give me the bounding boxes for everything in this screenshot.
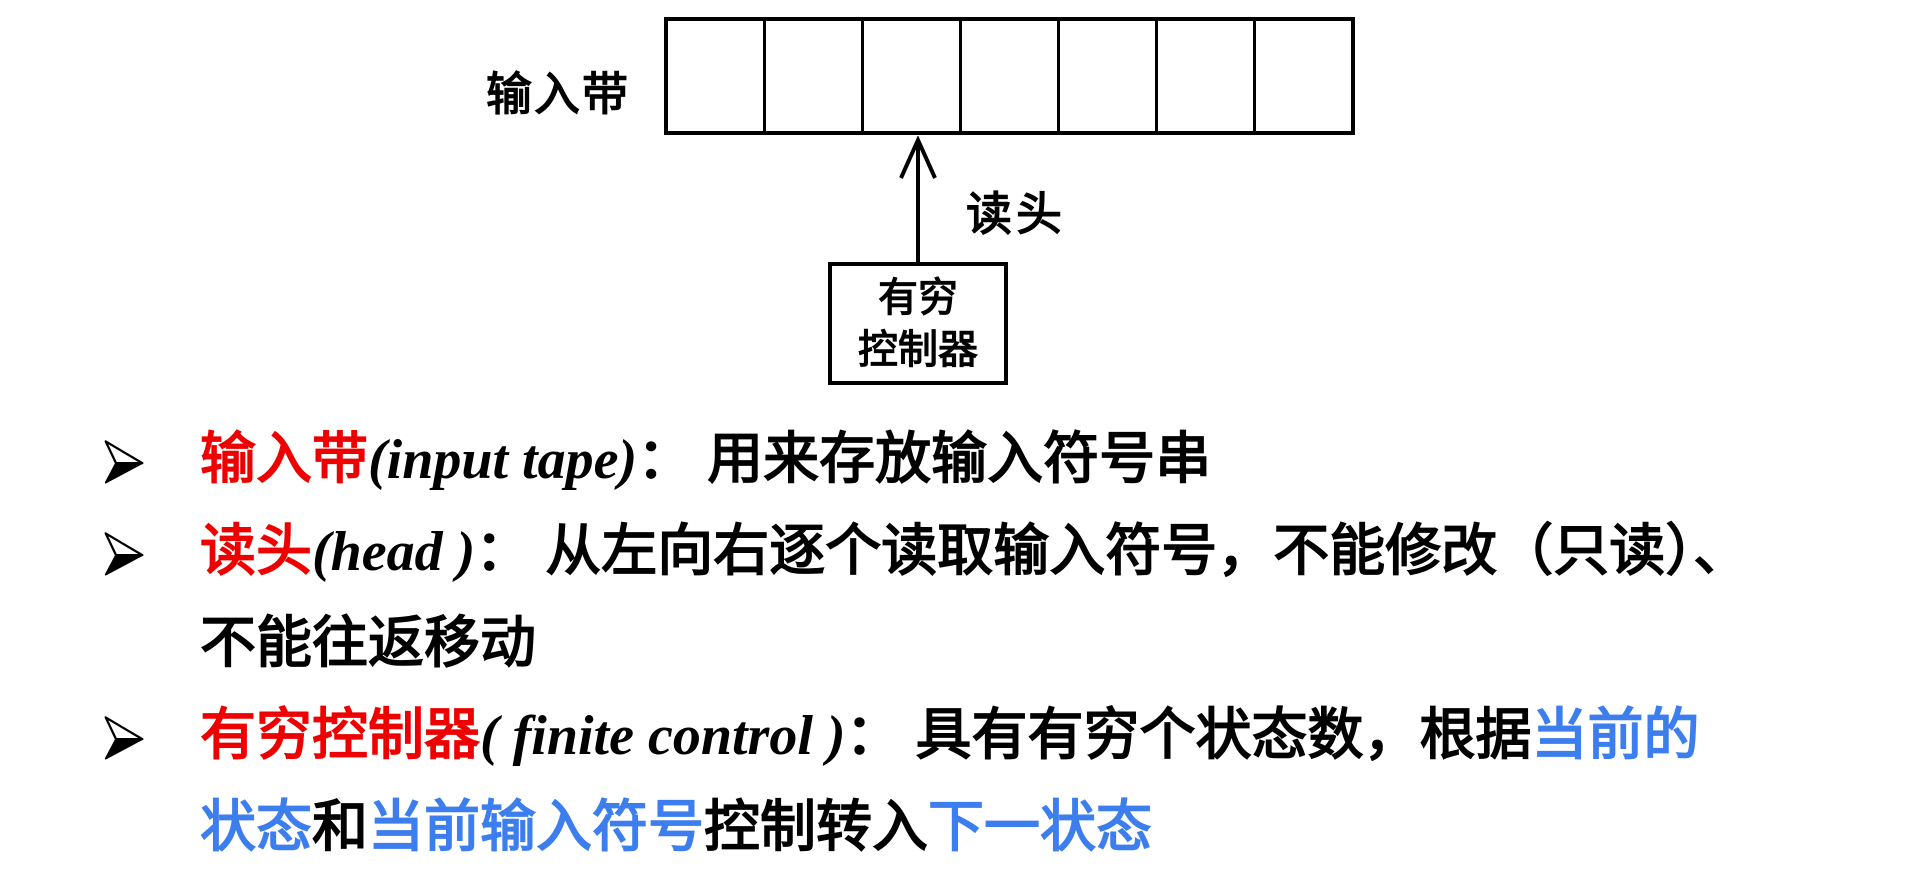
finite-controller-line1: 有穷 bbox=[878, 274, 958, 320]
bullet-list: 输入带(input tape)： 用来存放输入符号串 读头(head )： 从左… bbox=[0, 414, 1920, 874]
tape-cell bbox=[1057, 21, 1155, 131]
highlight-next-state: 下一状态 bbox=[928, 797, 1152, 859]
bullet2-text-line2: 不能往返移动 bbox=[200, 613, 536, 675]
bullet-arrowhead-icon bbox=[104, 716, 144, 760]
bullet-head: 读头(head )： 从左向右逐个读取输入符号，不能修改（只读）、 bbox=[0, 506, 1920, 598]
bullet-finite-control-continuation: 状态和当前输入符号控制转入下一状态 bbox=[0, 782, 1920, 874]
bullet-head-continuation: 不能往返移动 bbox=[0, 598, 1920, 690]
term-head: 读头 bbox=[200, 521, 312, 583]
finite-controller-line2: 控制器 bbox=[858, 326, 978, 372]
term-finite-control-en: ( finite control ) bbox=[480, 705, 846, 767]
colon: ： bbox=[845, 705, 916, 767]
read-head-arrow-icon bbox=[899, 136, 937, 264]
finite-controller-box: 有穷 控制器 bbox=[828, 262, 1008, 385]
input-tape bbox=[664, 17, 1355, 135]
term-finite-control: 有穷控制器 bbox=[200, 705, 480, 767]
bullet-finite-control: 有穷控制器( finite control )： 具有有穷个状态数，根据当前的 bbox=[0, 690, 1920, 782]
tape-cell bbox=[959, 21, 1057, 131]
highlight-current: 当前的 bbox=[1531, 705, 1700, 767]
tape-cell bbox=[1253, 21, 1351, 131]
term-input-tape-en: (input tape) bbox=[368, 429, 638, 491]
bullet2-text-line1: 从左向右逐个读取输入符号，不能修改（只读）、 bbox=[545, 521, 1750, 583]
tape-cell bbox=[1155, 21, 1253, 131]
colon: ： bbox=[475, 521, 546, 583]
tape-cell bbox=[668, 21, 763, 131]
bullet-input-tape: 输入带(input tape)： 用来存放输入符号串 bbox=[0, 414, 1920, 506]
bullet1-text: 用来存放输入符号串 bbox=[707, 429, 1212, 491]
bullet3-text-line1: 具有有穷个状态数，根据 bbox=[915, 705, 1532, 767]
highlight-state: 状态 bbox=[200, 797, 312, 859]
bullet3-mid1: 和 bbox=[312, 797, 368, 859]
bullet3-mid2: 控制转入 bbox=[704, 797, 928, 859]
input-tape-label: 输入带 bbox=[486, 69, 630, 120]
bullet-arrowhead-icon bbox=[104, 440, 144, 484]
colon: ： bbox=[637, 429, 708, 491]
highlight-current-input-symbol: 当前输入符号 bbox=[368, 797, 704, 859]
term-input-tape: 输入带 bbox=[200, 429, 368, 491]
bullet-arrowhead-icon bbox=[104, 532, 144, 576]
tape-cell bbox=[763, 21, 861, 131]
term-head-en: (head ) bbox=[312, 521, 476, 583]
tape-cell bbox=[861, 21, 959, 131]
read-head-label: 读头 bbox=[966, 189, 1066, 240]
